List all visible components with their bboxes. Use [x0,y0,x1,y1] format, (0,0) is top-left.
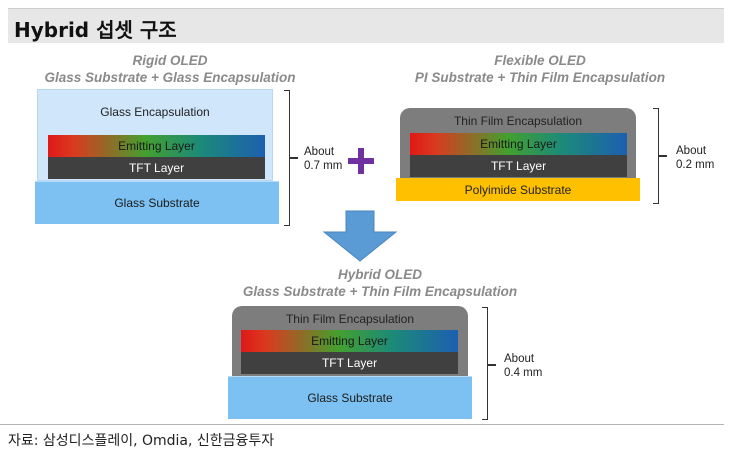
hybrid-tfe-label-row: Thin Film Encapsulation [232,310,468,328]
rigid-emitting-layer: Emitting Layer [48,135,265,157]
flexible-tft-label: TFT Layer [490,159,547,173]
flexible-caption-subtitle: PI Substrate + Thin Film Encapsulation [414,70,666,85]
rigid-bracket-tick [290,157,298,159]
rigid-substrate-label: Glass Substrate [114,196,200,210]
flexible-bracket-tick [659,155,667,157]
hybrid-thickness-bracket [482,307,488,420]
rigid-thickness-value: 0.7 mm [304,160,343,172]
flexible-polyimide-substrate: Polyimide Substrate [396,178,640,201]
hybrid-glass-substrate: Glass Substrate [228,376,472,419]
flexible-thickness-value: 0.2 mm [676,159,715,171]
hybrid-emitting-label: Emitting Layer [311,334,388,348]
page-title: Hybrid 섭셋 구조 [14,18,177,42]
hybrid-emitting-layer: Emitting Layer [241,330,458,352]
rigid-tft-label: TFT Layer [128,161,185,175]
rigid-tft-layer: TFT Layer [48,157,265,179]
hybrid-thickness-label: About 0.4 mm [504,352,542,380]
flexible-tft-layer: TFT Layer [410,155,627,177]
flexible-emitting-label: Emitting Layer [480,137,557,151]
rigid-caption-subtitle: Glass Substrate + Glass Encapsulation [44,70,296,85]
hybrid-bracket-tick [488,364,496,366]
flexible-tfe-label: Thin Film Encapsulation [453,114,583,128]
hybrid-tfe-label: Thin Film Encapsulation [285,312,415,326]
rigid-thickness-label: About 0.7 mm [304,145,342,173]
rigid-glass-encapsulation-label: Glass Encapsulation [100,105,210,119]
source-divider [0,424,724,425]
rigid-caption-title: Rigid OLED [132,53,208,68]
source-note: 자료: 삼성디스플레이, Omdia, 신한금융투자 [8,433,275,449]
flexible-caption: Flexible OLED PI Substrate + Thin Film E… [380,52,700,86]
hybrid-substrate-label: Glass Substrate [307,391,393,405]
flexible-caption-title: Flexible OLED [494,53,586,68]
down-arrow-icon [322,210,398,262]
hybrid-caption-title: Hybrid OLED [337,267,422,282]
plus-icon [348,148,374,174]
flexible-tfe-label-row: Thin Film Encapsulation [400,112,636,130]
rigid-emitting-label: Emitting Layer [118,139,195,153]
hybrid-tft-label: TFT Layer [321,356,378,370]
hybrid-caption-subtitle: Glass Substrate + Thin Film Encapsulatio… [242,284,518,299]
hybrid-thickness-about: About [504,353,535,365]
flexible-emitting-layer: Emitting Layer [410,133,627,155]
flexible-thickness-label: About 0.2 mm [676,144,714,172]
flexible-thickness-bracket [653,108,659,204]
flexible-thickness-about: About [676,145,707,157]
rigid-thickness-about: About [304,146,335,158]
rigid-thickness-bracket [284,90,290,226]
hybrid-tft-layer: TFT Layer [241,352,458,374]
flexible-substrate-label: Polyimide Substrate [464,182,572,197]
rigid-caption: Rigid OLED Glass Substrate + Glass Encap… [20,52,320,86]
hybrid-thickness-value: 0.4 mm [504,367,543,379]
title-bar: Hybrid 섭셋 구조 [8,8,724,43]
rigid-glass-substrate: Glass Substrate [35,181,279,224]
hybrid-caption: Hybrid OLED Glass Substrate + Thin Film … [210,266,550,300]
